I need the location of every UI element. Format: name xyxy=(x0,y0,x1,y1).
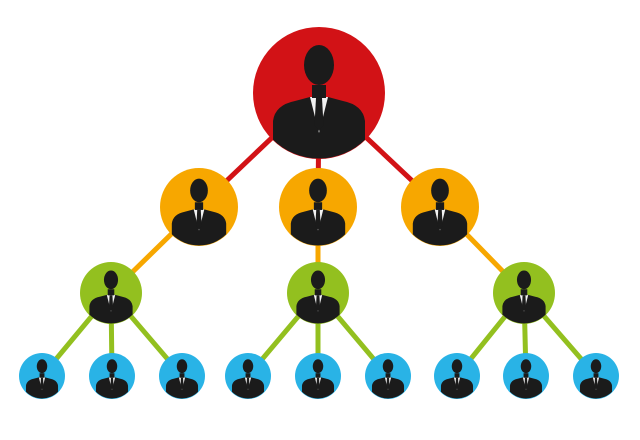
person-icon xyxy=(171,178,227,246)
node-member xyxy=(503,353,549,399)
node-manager xyxy=(160,168,238,246)
person-icon xyxy=(301,359,335,399)
person-icon xyxy=(89,270,133,324)
person-nodes xyxy=(19,27,619,399)
node-member xyxy=(89,353,135,399)
person-icon xyxy=(95,359,129,399)
node-member xyxy=(225,353,271,399)
person-icon xyxy=(371,359,405,399)
node-root xyxy=(253,27,385,159)
person-icon xyxy=(502,270,546,324)
person-icon xyxy=(509,359,543,399)
node-member xyxy=(573,353,619,399)
person-icon xyxy=(165,359,199,399)
person-icon xyxy=(440,359,474,399)
node-team-lead xyxy=(80,262,142,324)
person-icon xyxy=(290,178,346,246)
person-icon xyxy=(231,359,265,399)
node-member xyxy=(365,353,411,399)
person-icon xyxy=(273,45,365,159)
node-team-lead xyxy=(287,262,349,324)
node-manager xyxy=(279,168,357,246)
node-member xyxy=(159,353,205,399)
person-icon xyxy=(296,270,340,324)
person-icon xyxy=(579,359,613,399)
node-member xyxy=(295,353,341,399)
node-manager xyxy=(401,168,479,246)
node-member xyxy=(19,353,65,399)
person-icon xyxy=(412,178,468,246)
person-icon xyxy=(25,359,59,399)
node-member xyxy=(434,353,480,399)
node-team-lead xyxy=(493,262,555,324)
